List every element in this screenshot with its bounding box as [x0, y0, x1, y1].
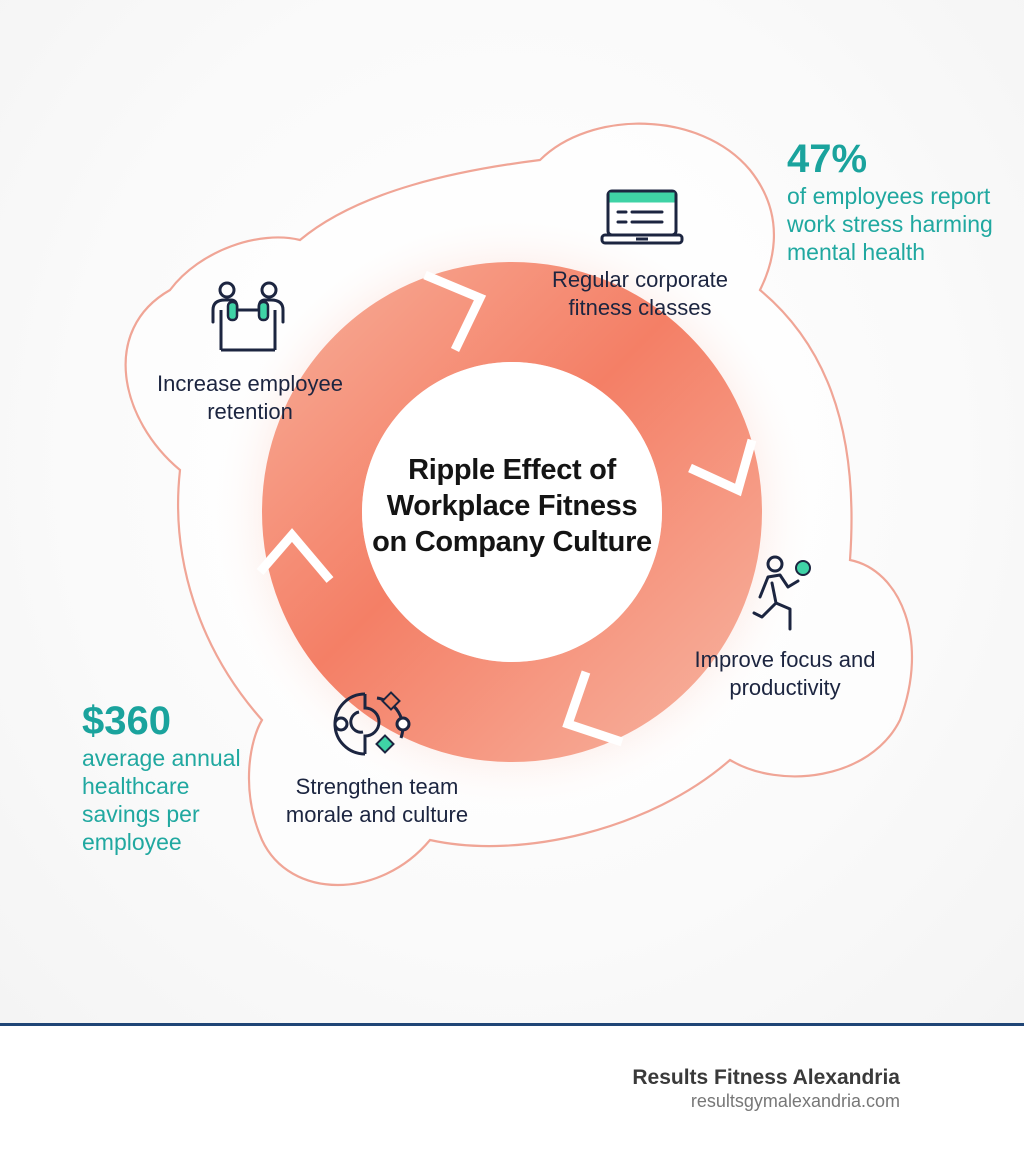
stat-value: $360 — [82, 699, 171, 743]
stat-desc-line: healthcare — [82, 773, 190, 799]
brand-name: Results Fitness Alexandria — [632, 1066, 900, 1089]
stat-stress: 47% of employees report work stress harm… — [787, 136, 993, 266]
label-line: Increase employee — [157, 371, 343, 396]
footer-divider — [0, 1023, 1024, 1026]
stat-value: 47% — [787, 137, 868, 181]
footer — [0, 1026, 1024, 1154]
step-label-employee-retention: Increase employee retention — [130, 370, 370, 426]
cycle-diagram — [124, 122, 914, 887]
title-line-3: on Company Culture — [372, 526, 652, 558]
label-line: productivity — [729, 675, 841, 700]
step-label-team-morale: Strengthen team morale and culture — [262, 773, 492, 829]
step-label-focus-productivity: Improve focus and productivity — [670, 646, 900, 702]
title-line-2: Workplace Fitness — [386, 490, 638, 522]
label-line: fitness classes — [568, 295, 712, 320]
label-line: Improve focus and — [694, 647, 876, 672]
label-line: morale and culture — [285, 802, 469, 827]
stat-desc-line: of employees report — [787, 183, 991, 209]
stat-desc-line: average annual — [82, 745, 241, 771]
arrow-chevrons — [256, 270, 757, 747]
two-people-handshake-icon — [211, 281, 285, 352]
brand-url[interactable]: resultsgymalexandria.com — [690, 1091, 900, 1111]
title-line-1: Ripple Effect of — [408, 454, 616, 486]
running-person-ball-icon — [752, 555, 811, 631]
team-network-icon — [333, 691, 411, 756]
stat-desc-line: work stress harming — [787, 211, 993, 237]
diagram-title: Ripple Effect of Workplace Fitness on Co… — [362, 452, 662, 560]
center-circle — [362, 362, 662, 662]
laptop-icon — [600, 189, 684, 245]
label-line: Strengthen team — [295, 774, 459, 799]
stat-desc-line: savings per — [82, 801, 200, 827]
label-line: retention — [207, 399, 293, 424]
stat-desc-line: mental health — [787, 239, 926, 265]
label-line: Regular corporate — [551, 267, 729, 292]
brand-block: Results Fitness Alexandria resultsgymale… — [632, 1066, 900, 1112]
stat-healthcare-savings: $360 average annual healthcare savings p… — [82, 698, 241, 856]
cycle-ring — [262, 262, 762, 762]
stat-desc-line: employee — [82, 829, 182, 855]
step-label-fitness-classes: Regular corporate fitness classes — [520, 266, 760, 322]
